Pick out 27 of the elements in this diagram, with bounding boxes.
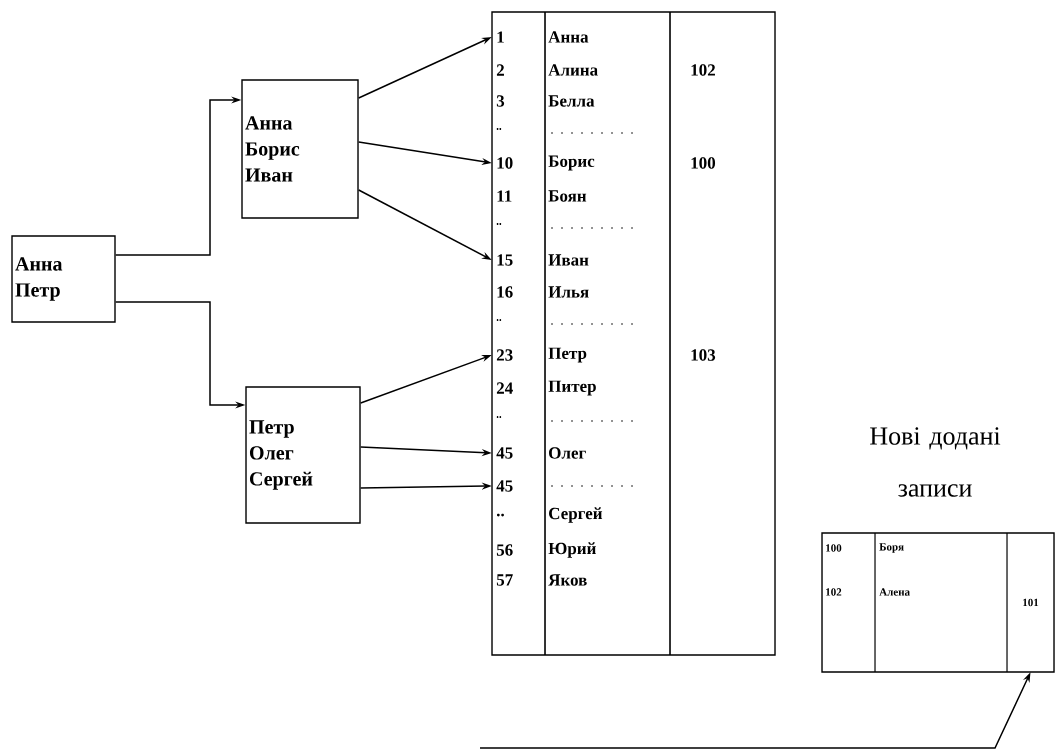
index-table	[491, 11, 776, 656]
table-row: 24 Питер	[496, 380, 596, 396]
caption-text: Нові додані записи	[870, 427, 1001, 497]
table-row: 100 Боря	[826, 543, 904, 553]
table-cell: 101	[1023, 598, 1039, 607]
table-row: 10 Борис 100	[497, 155, 716, 171]
name-box: Анна Петр	[11, 235, 116, 323]
table-row: 56 Юрий	[496, 542, 596, 558]
ellipsis-mark: ..	[496, 319, 502, 321]
ellipsis-mark: ..	[496, 416, 502, 418]
table-row: 11 Боян	[497, 190, 587, 202]
table-row: 3 Белла	[496, 95, 595, 107]
table-row: 1 Анна	[497, 31, 589, 43]
record-table	[821, 532, 1055, 673]
name-box: Анна Борис Иван	[241, 79, 359, 219]
table-row: 57 Яков	[496, 574, 587, 586]
name-box: Петр Олег Сергей	[245, 386, 361, 524]
table-row: 23 Петр 103	[496, 347, 716, 363]
table-row: .. Сергей	[496, 507, 603, 523]
ellipsis-mark: ..	[496, 223, 502, 225]
table-row: 45	[496, 480, 513, 492]
table-row: 102 Алена	[826, 588, 910, 596]
ellipsis-mark: ..	[496, 128, 502, 130]
table-row: 2 Алина 102	[496, 64, 715, 76]
table-row: 15 Иван	[497, 254, 589, 266]
table-row: 16 Илья	[497, 286, 589, 298]
table-row: 45 Олег	[496, 447, 586, 459]
